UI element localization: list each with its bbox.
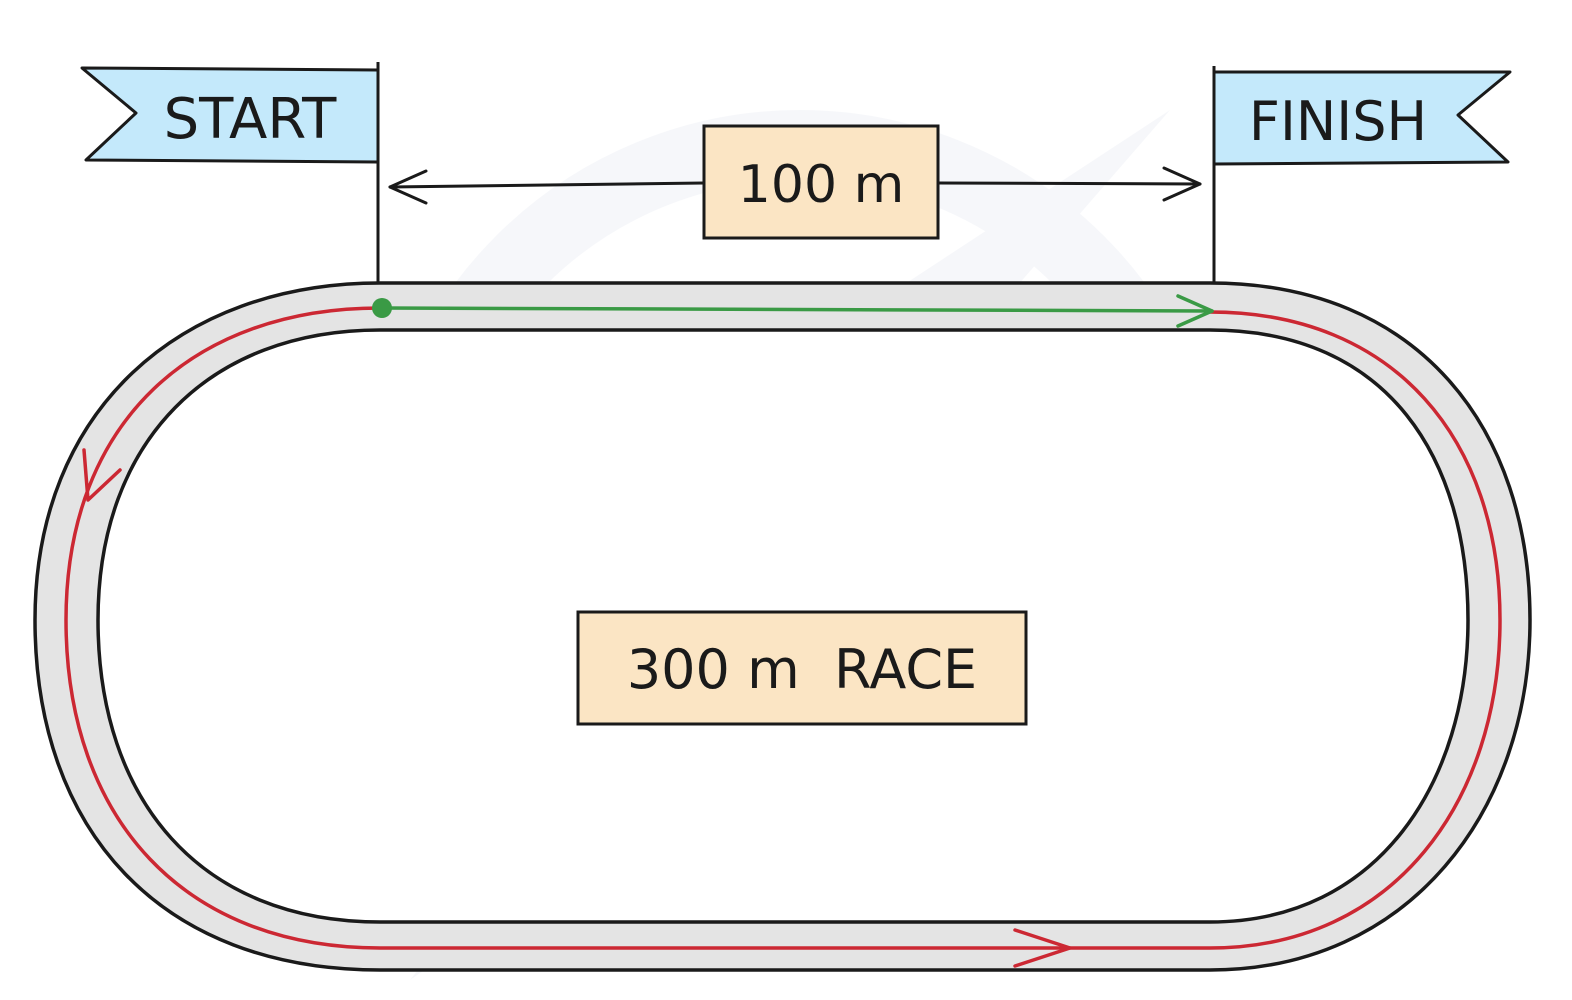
start-flag bbox=[80, 66, 380, 164]
race-path-300m bbox=[64, 306, 1502, 950]
distance-arrow-left-head bbox=[388, 169, 428, 205]
start-label: START bbox=[164, 87, 338, 152]
distance-arrow-right-shaft bbox=[936, 181, 1202, 186]
finish-flag bbox=[1212, 70, 1512, 166]
distance-label-box bbox=[702, 124, 940, 240]
race-label: 300 m RACE bbox=[627, 638, 977, 701]
race-label-box bbox=[576, 610, 1028, 726]
distance-arrow-left-shaft bbox=[388, 181, 706, 189]
straight-path-arrow bbox=[1176, 294, 1214, 328]
distance-label: 100 m bbox=[738, 155, 904, 215]
finish-label: FINISH bbox=[1249, 90, 1427, 153]
race-path-arrow-left bbox=[82, 448, 122, 502]
distance-arrow-right-head bbox=[1162, 166, 1202, 202]
start-marker-dot bbox=[372, 298, 392, 318]
straight-path-100m bbox=[380, 306, 1214, 313]
race-path-arrow-bottom bbox=[1013, 928, 1072, 968]
